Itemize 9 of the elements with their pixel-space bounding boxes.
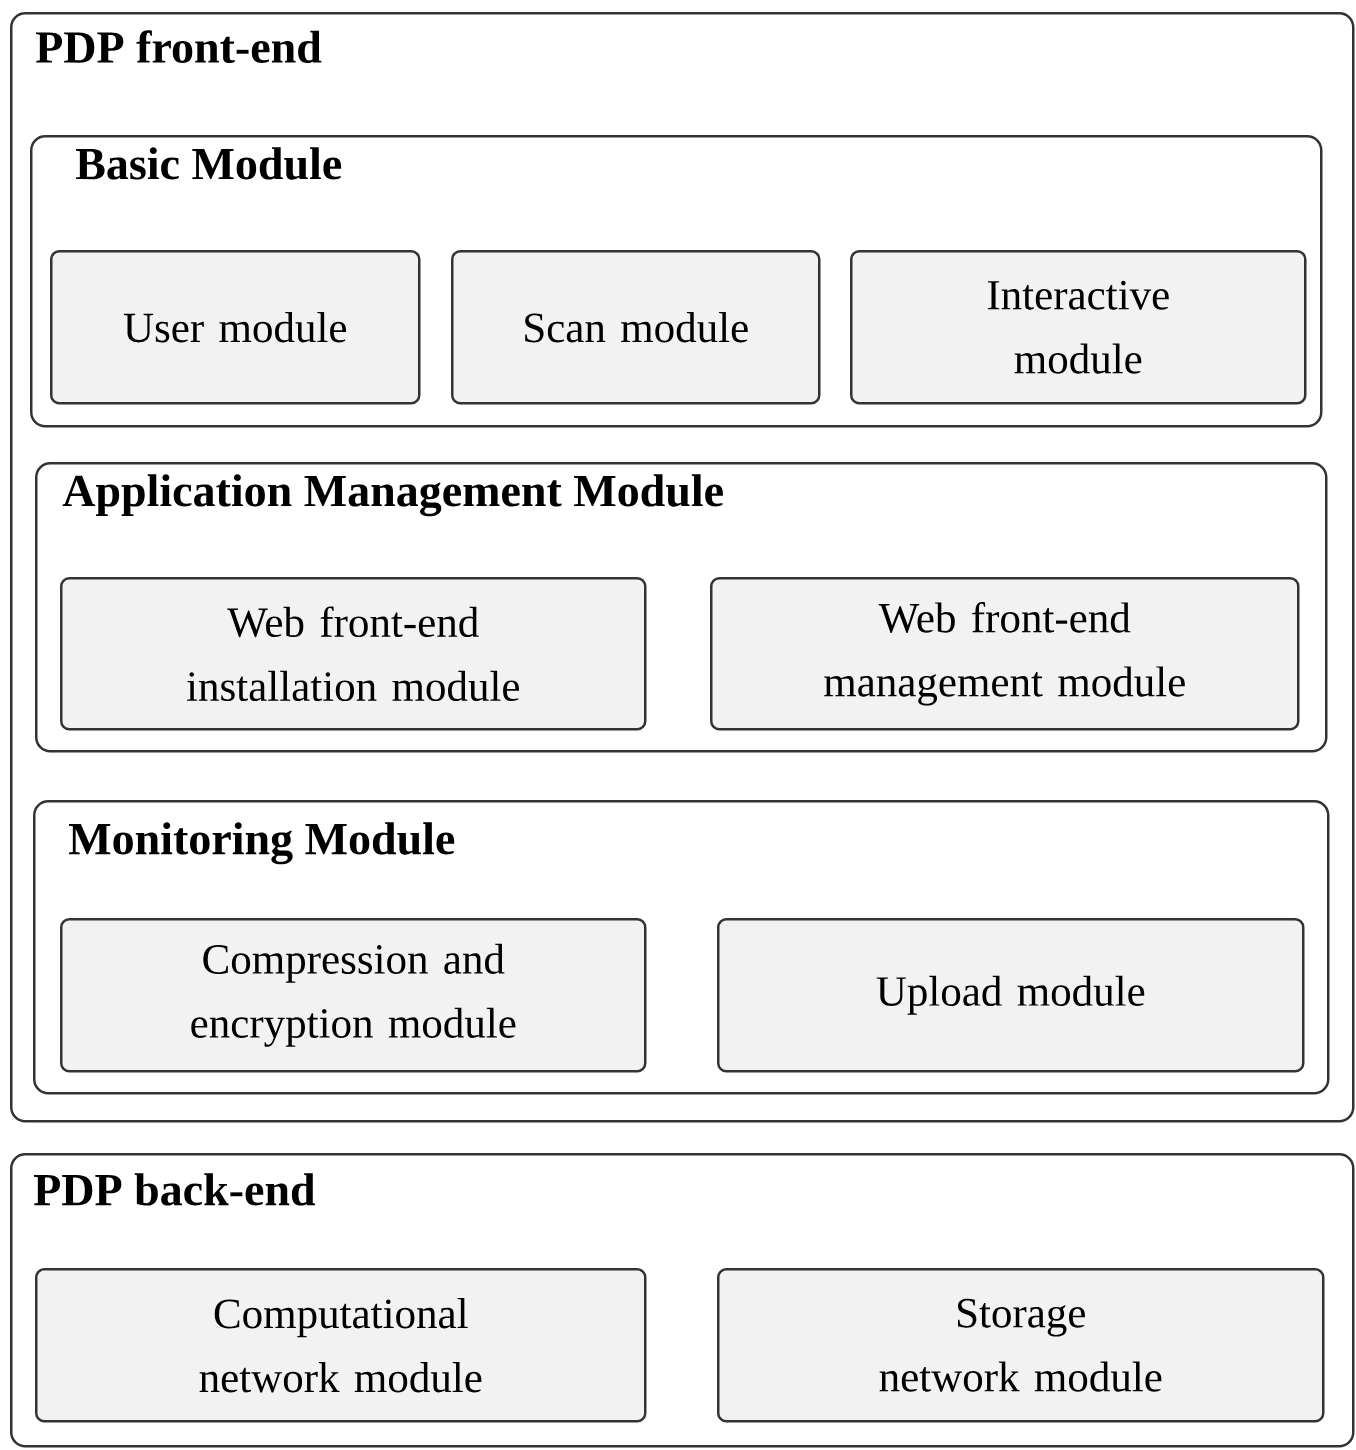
module-box: Interactive module — [850, 250, 1307, 405]
module-box: Scan module — [451, 250, 821, 405]
module-box: Storage network module — [717, 1268, 1325, 1423]
module-box: Compression and encryption module — [60, 918, 647, 1073]
module-box: Web front-end installation module — [60, 577, 647, 731]
module-box: User module — [50, 250, 421, 405]
module-box: Computational network module — [35, 1268, 647, 1423]
module-box: Upload module — [717, 918, 1305, 1073]
module-box: Web front-end management module — [710, 577, 1300, 731]
